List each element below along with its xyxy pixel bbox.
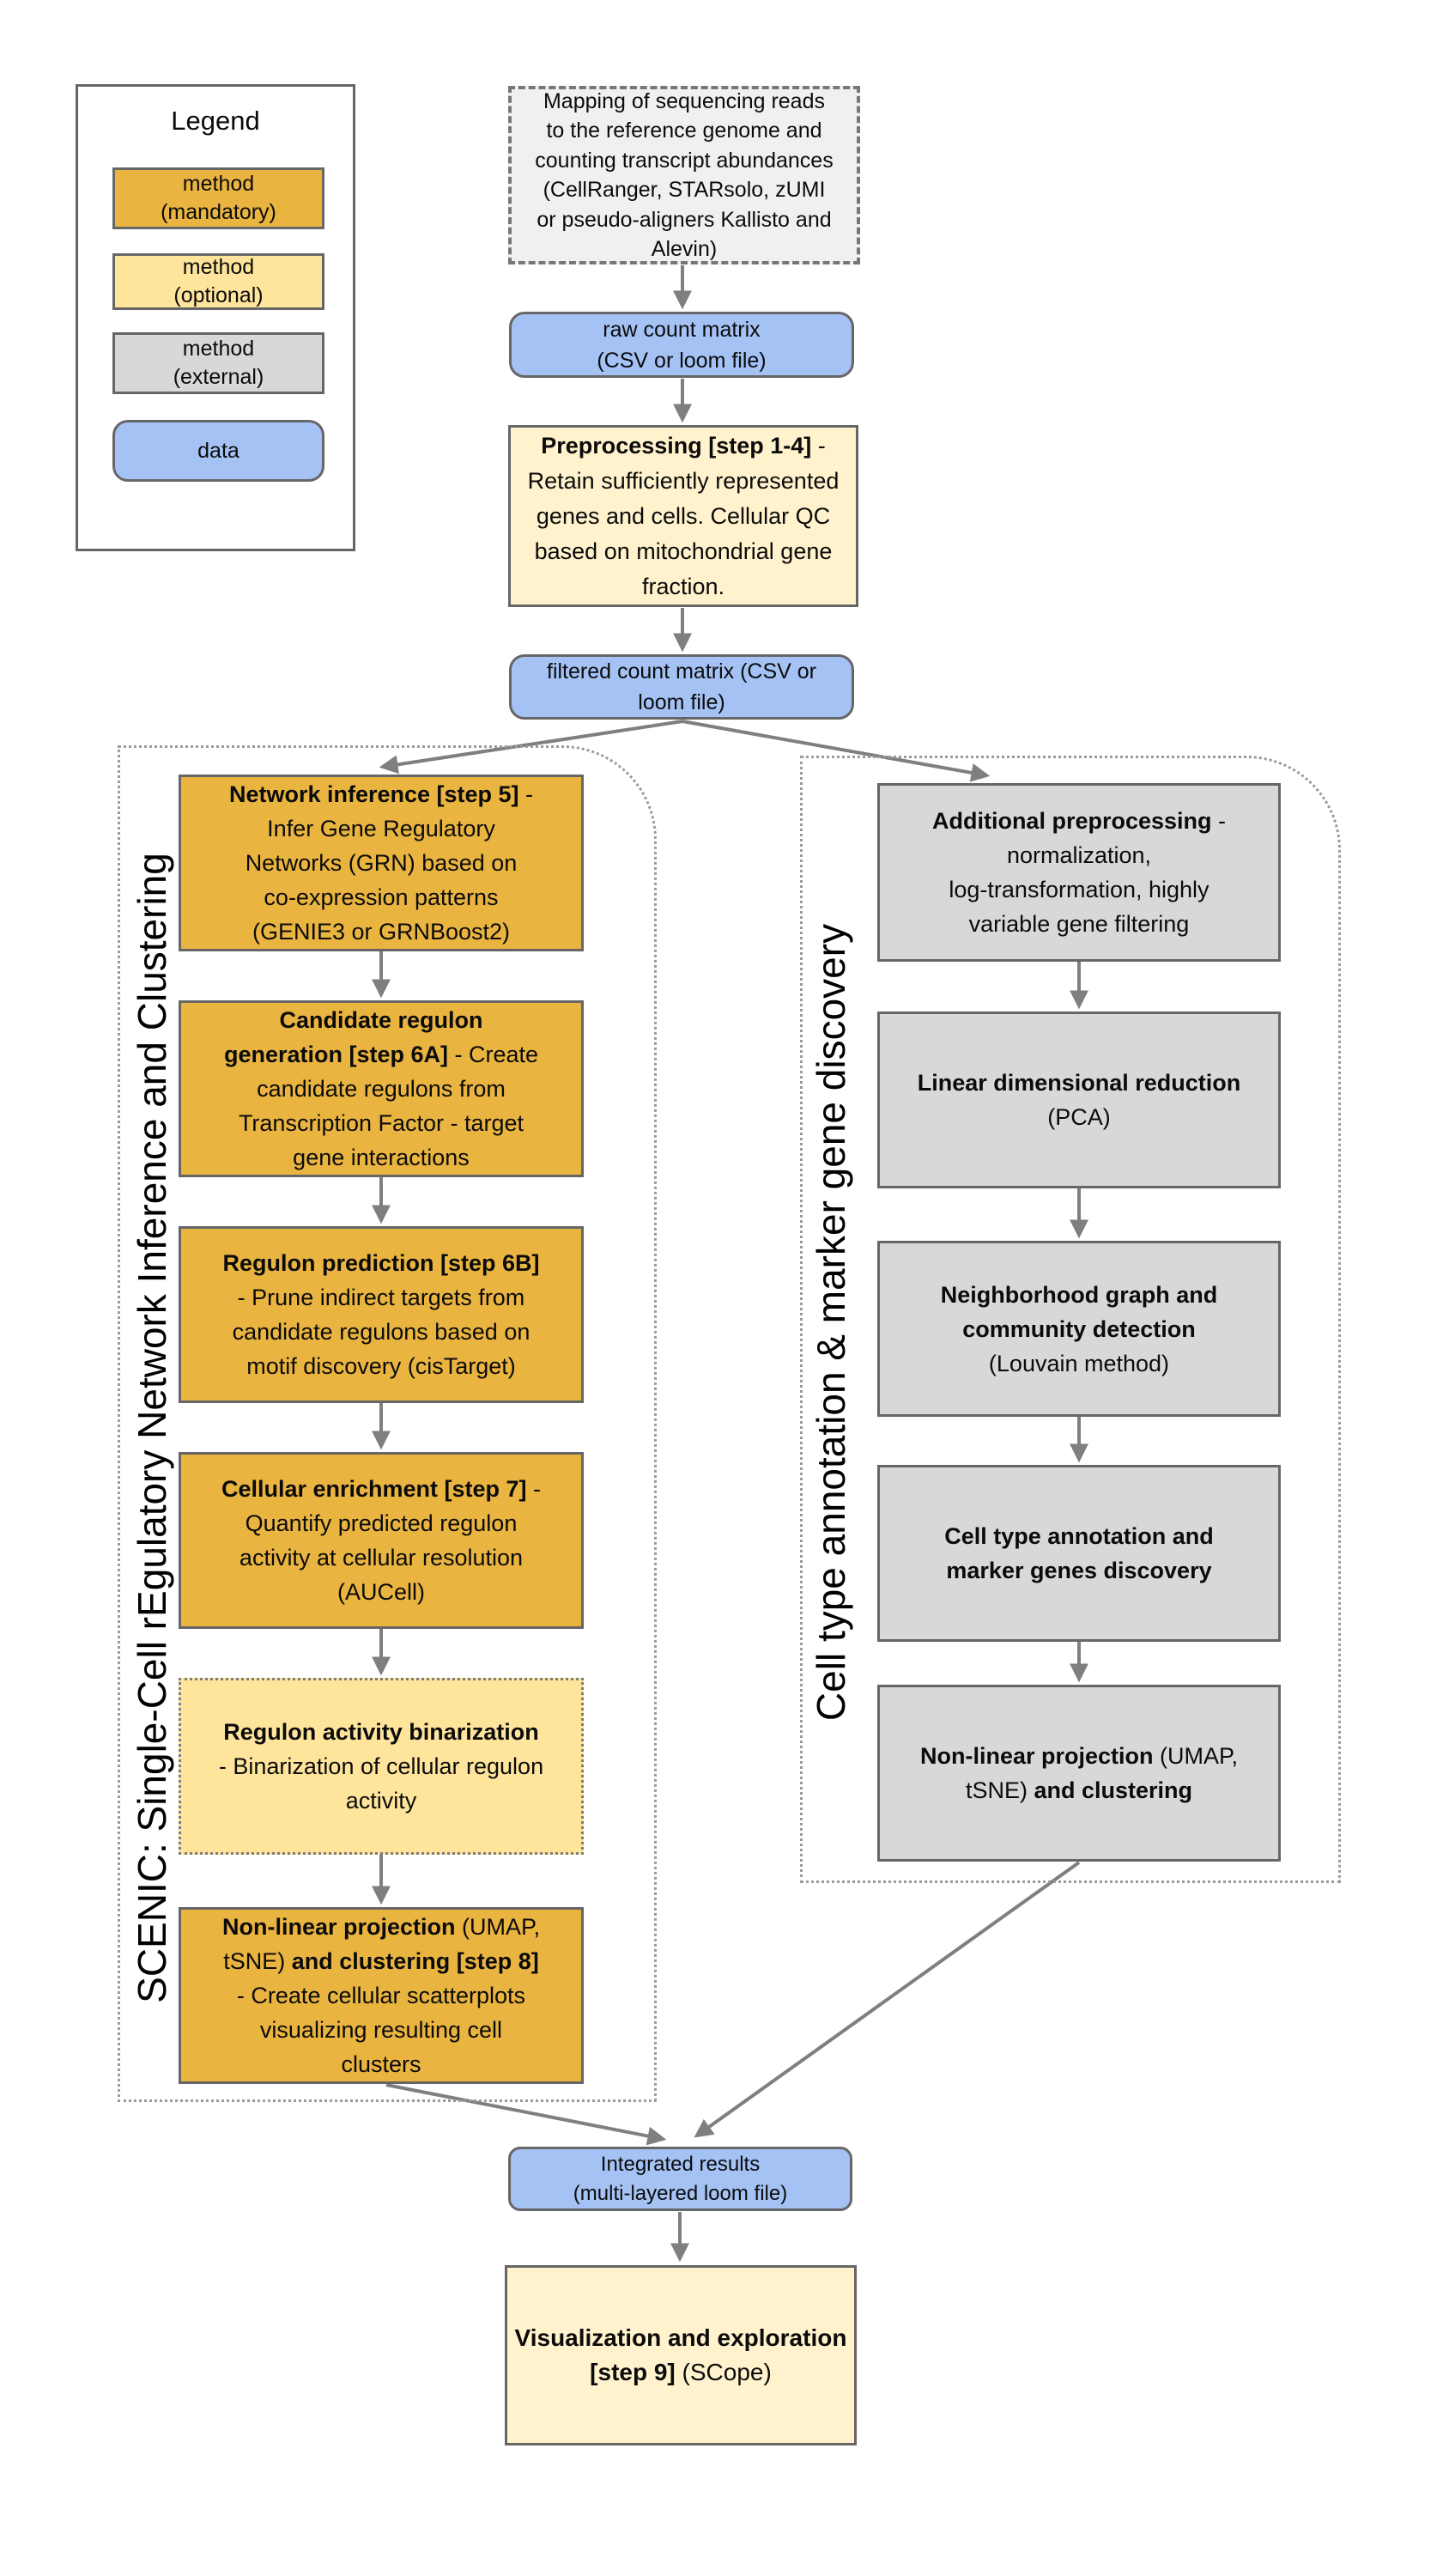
node-filtered-count-matrix-text: filtered count matrix (CSV or loom file): [547, 659, 816, 714]
node-cellular-enrichment-text: Cellular enrichment [step 7] - Quantify …: [221, 1476, 542, 1605]
node-neighborhood-graph: Neighborhood graph and community detecti…: [877, 1241, 1281, 1417]
node-additional-preprocessing-text: Additional preprocessing - normalization…: [931, 808, 1227, 937]
node-candidate-regulon-generation: Candidate regulon generation [step 6A] -…: [179, 1000, 584, 1177]
node-network-inference: Network inference [step 5] - Infer Gene …: [179, 775, 584, 951]
annotation-group-label: Cell type annotation & marker gene disco…: [809, 923, 853, 1722]
node-cell-type-annotation: Cell type annotation and marker genes di…: [877, 1465, 1281, 1642]
node-regulon-activity-binarization: Regulon activity binarization - Binariza…: [179, 1678, 584, 1855]
node-neighborhood-graph-text: Neighborhood graph and community detecti…: [940, 1281, 1218, 1376]
node-regulon-prediction: Regulon prediction [step 6B] - Prune ind…: [179, 1226, 584, 1403]
node-network-inference-text: Network inference [step 5] - Infer Gene …: [228, 781, 534, 945]
node-visualization-text: Visualization and exploration [step 9] (…: [514, 2324, 847, 2385]
legend-swatch-method-mandatory: method (mandatory): [112, 167, 324, 229]
node-preprocessing: Preprocessing [step 1-4] - Retain suffic…: [508, 425, 858, 607]
node-mapping-sequencing-reads: Mapping of sequencing reads to the refer…: [508, 86, 860, 264]
legend-swatch-data: data: [112, 420, 324, 482]
node-nonlinear-projection-annotation-text: Non-linear projection (UMAP, tSNE) and c…: [919, 1743, 1239, 1803]
node-nonlinear-projection-scenic: Non-linear projection (UMAP, tSNE) and c…: [179, 1907, 584, 2084]
node-regulon-binarization-text: Regulon activity binarization - Binariza…: [218, 1719, 544, 1814]
node-raw-count-matrix-text: raw count matrix (CSV or loom file): [597, 317, 767, 373]
node-cellular-enrichment: Cellular enrichment [step 7] - Quantify …: [179, 1452, 584, 1629]
node-candidate-regulon-text: Candidate regulon generation [step 6A] -…: [223, 1007, 539, 1170]
node-mapping-text: Mapping of sequencing reads to the refer…: [535, 88, 834, 262]
node-cell-type-annotation-text: Cell type annotation and marker genes di…: [944, 1523, 1214, 1583]
node-raw-count-matrix: raw count matrix (CSV or loom file): [509, 312, 854, 378]
node-nonlinear-projection-scenic-text: Non-linear projection (UMAP, tSNE) and c…: [221, 1914, 541, 2077]
node-preprocessing-text: Preprocessing [step 1-4] - Retain suffic…: [527, 432, 840, 599]
node-regulon-prediction-text: Regulon prediction [step 6B] - Prune ind…: [222, 1250, 540, 1379]
arrow-annotation-to-integrated: [694, 1861, 1081, 2138]
legend-swatch-method-optional: method (optional): [112, 253, 324, 310]
node-integrated-results-text: Integrated results (multi-layered loom f…: [573, 2152, 788, 2205]
legend-title: Legend: [171, 106, 260, 136]
node-filtered-count-matrix: filtered count matrix (CSV or loom file): [509, 654, 854, 720]
scenic-group-label: SCENIC: Single-Cell rEgulatory Network I…: [130, 853, 174, 2003]
node-nonlinear-projection-annotation: Non-linear projection (UMAP, tSNE) and c…: [877, 1685, 1281, 1862]
legend-swatch-method-external: method (external): [112, 332, 324, 394]
annotation-group-container: [800, 756, 1341, 1883]
scenic-group-container: [118, 745, 657, 2102]
legend-box: Legend method (mandatory) method (option…: [76, 84, 355, 551]
node-additional-preprocessing: Additional preprocessing - normalization…: [877, 783, 1281, 962]
node-linear-dimensional-reduction: Linear dimensional reduction (PCA): [877, 1012, 1281, 1188]
node-integrated-results: Integrated results (multi-layered loom f…: [508, 2147, 852, 2211]
node-linear-dim-reduction-text: Linear dimensional reduction (PCA): [917, 1070, 1241, 1130]
node-visualization-exploration: Visualization and exploration [step 9] (…: [505, 2265, 857, 2445]
